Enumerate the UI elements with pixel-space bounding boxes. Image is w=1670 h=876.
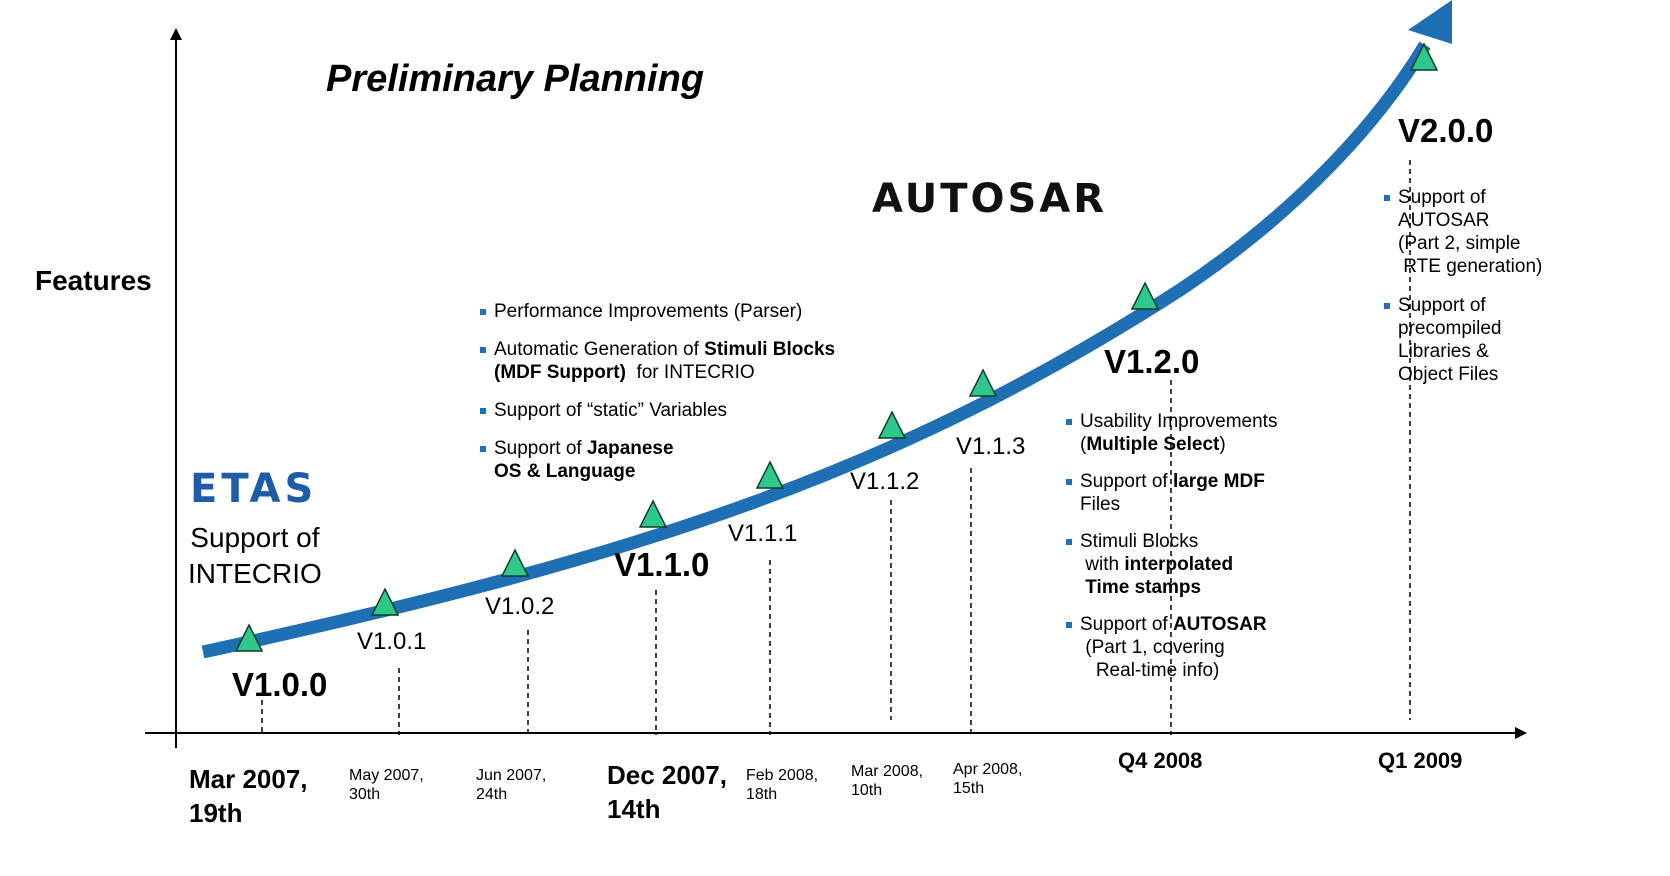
milestone-marker-5	[877, 410, 907, 439]
intecrio-support-note: Support of INTECRIO	[188, 522, 322, 589]
milestone-marker-7	[1130, 281, 1160, 310]
autosar-wordmark: AUTOSAR	[872, 176, 1108, 222]
milestone-marker-1	[370, 587, 400, 616]
milestone-marker-2	[500, 548, 530, 577]
feature-item: Support of large MDF Files	[1066, 470, 1277, 516]
version-label-v112: V1.1.2	[850, 468, 920, 495]
version-label-v110: V1.1.0	[614, 546, 710, 583]
version-label-v113: V1.1.3	[956, 433, 1026, 460]
date-label-v111: Feb 2008, 18th	[746, 767, 819, 803]
growth-curve-line	[201, 41, 1431, 659]
version-label-v102: V1.0.2	[485, 593, 555, 620]
feature-item: Performance Improvements (Parser)	[480, 300, 835, 323]
milestone-marker-8	[1409, 42, 1439, 71]
feature-item: Support of AUTOSAR (Part 1, covering Rea…	[1066, 613, 1277, 682]
date-label-v112: Mar 2008, 10th	[851, 763, 924, 799]
date-label-v110: Dec 2007, 14th	[607, 760, 727, 824]
feature-item: Support of “static” Variables	[480, 399, 835, 422]
y-axis-label: Features	[35, 265, 152, 296]
feature-item: Support of precompiled Libraries & Objec…	[1384, 294, 1542, 386]
growth-curve-arrowhead	[1408, 0, 1452, 44]
milestone-marker-6	[968, 368, 998, 397]
autosar-logo: AUTOSAR	[872, 176, 1107, 222]
date-label-v113: Apr 2008, 15th	[953, 761, 1023, 797]
version-label-v111: V1.1.1	[728, 520, 798, 547]
growth-curve	[201, 0, 1452, 659]
feature-list-v110: Performance Improvements (Parser) Automat…	[480, 300, 835, 483]
version-label-v100: V1.0.0	[232, 666, 328, 703]
version-label-v200: V2.0.0	[1398, 112, 1494, 149]
etas-logo: ETAS	[190, 466, 318, 512]
feature-item: Usability Improvements (Multiple Select)	[1066, 410, 1277, 456]
feature-item: Support of Japanese OS & Language	[480, 437, 835, 483]
feature-list-v200: Support of AUTOSAR (Part 2, simple RTE g…	[1384, 186, 1542, 386]
feature-list-v120: Usability Improvements (Multiple Select)…	[1066, 410, 1277, 682]
milestone-marker-0	[234, 623, 264, 652]
date-label-v200: Q1 2009	[1378, 748, 1463, 773]
milestone-marker-3	[638, 499, 668, 528]
date-label-v120: Q4 2008	[1118, 748, 1203, 773]
date-label-v100: Mar 2007, 19th	[189, 764, 308, 828]
version-label-v101: V1.0.1	[357, 628, 427, 655]
feature-item: Stimuli Blocks with interpolated Time st…	[1066, 530, 1277, 599]
page-title: Preliminary Planning	[326, 58, 704, 100]
milestone-markers	[234, 42, 1439, 735]
version-label-v120: V1.2.0	[1104, 343, 1200, 380]
feature-item: Automatic Generation of Stimuli Blocks (…	[480, 338, 835, 384]
date-label-v101: May 2007, 30th	[349, 767, 424, 803]
feature-item: Support of AUTOSAR (Part 2, simple RTE g…	[1384, 186, 1542, 278]
milestone-marker-4	[755, 460, 785, 489]
date-label-v102: Jun 2007, 24th	[476, 767, 547, 803]
